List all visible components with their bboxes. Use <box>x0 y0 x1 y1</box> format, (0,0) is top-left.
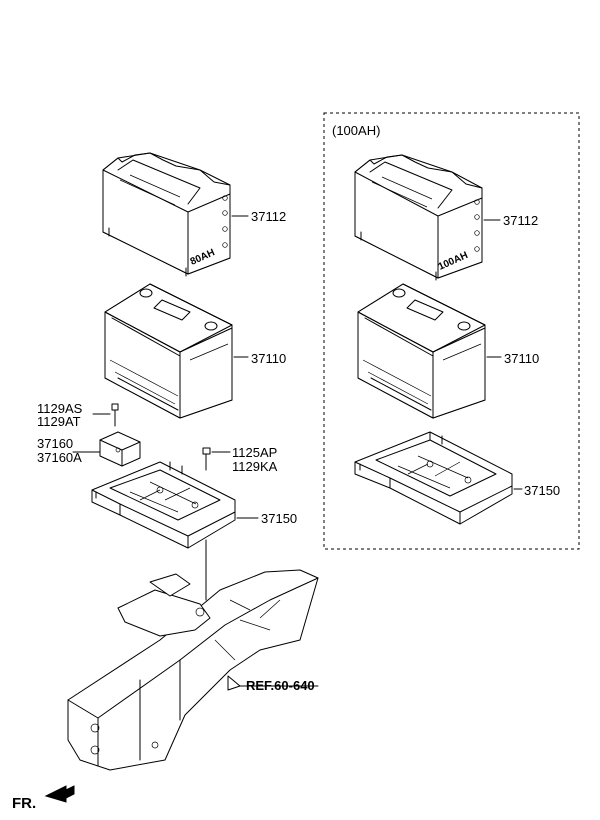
label-1125AP: 1125AP <box>232 445 277 460</box>
label-37112-alt: 37112 <box>503 213 538 228</box>
battery-alt <box>357 283 486 419</box>
variant-group-label: (100AH) <box>332 123 380 138</box>
label-37110-alt: 37110 <box>504 351 539 366</box>
arrow-forward-icon <box>44 785 75 803</box>
label-37160A: 37160A <box>37 450 82 465</box>
battery-cover-alt: 100AH <box>354 154 483 281</box>
label-37150-alt: 37150 <box>524 483 560 498</box>
ref-arrow <box>227 675 241 691</box>
label-1129KA: 1129KA <box>232 459 278 474</box>
battery-tray-alt <box>354 431 513 525</box>
label-1129AT: 1129AT <box>37 414 81 429</box>
battery-tray-main <box>91 461 236 549</box>
body-side-member <box>67 569 319 771</box>
bolt-small-right <box>202 447 211 471</box>
bolt-small-left <box>111 403 119 427</box>
label-37160: 37160 <box>37 436 73 451</box>
battery-main <box>104 283 233 419</box>
label-37112-main: 37112 <box>251 209 286 224</box>
label-1129AS: 1129AS <box>37 401 83 416</box>
label-37110-main: 37110 <box>251 351 286 366</box>
battery-cover-main: 80AH <box>102 152 231 277</box>
label-37150-main: 37150 <box>261 511 297 526</box>
variant-group-box <box>323 112 580 550</box>
battery-clamp <box>99 431 141 467</box>
label-direction: FR. <box>12 795 36 812</box>
label-ref: REF.60-640 <box>246 678 315 693</box>
